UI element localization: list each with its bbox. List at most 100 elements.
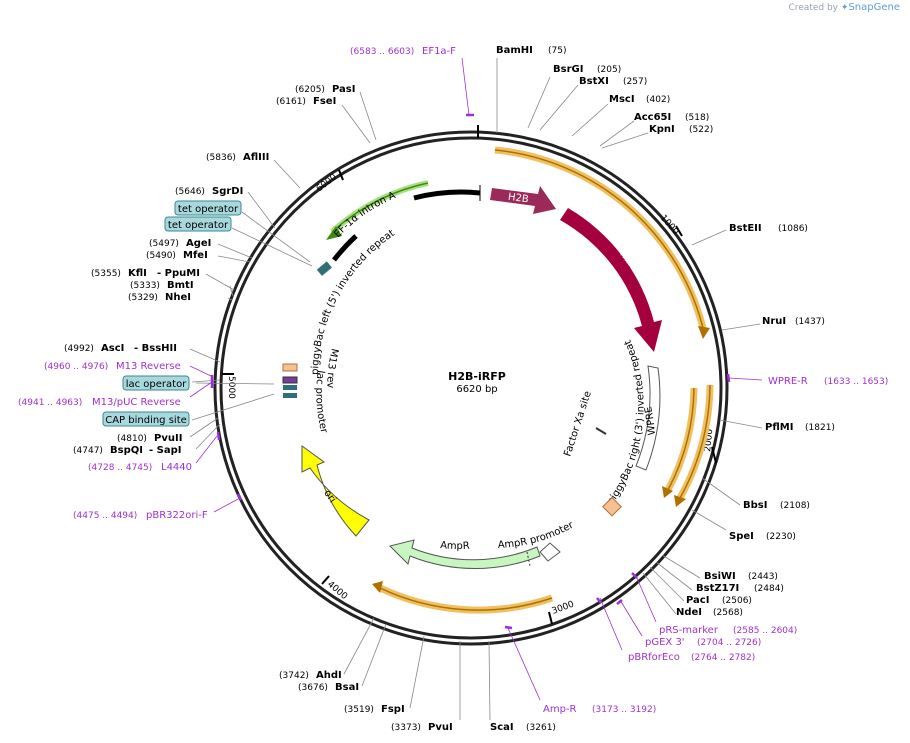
enzyme-bsai-pos: (3676)	[298, 683, 328, 693]
enzyme-bsiwi: BsiWI	[704, 571, 736, 582]
pb5-label: piggyBac left (5') inverted repeat	[310, 228, 397, 375]
factor-xa-label: Factor Xa site	[562, 390, 593, 458]
boxed-feature-cap-binding-site: CAP binding site	[102, 411, 190, 427]
enzyme-pflmi: PflMI	[765, 422, 793, 433]
primer-wpre-r-pos: (1633 .. 1653)	[824, 377, 888, 387]
plasmid-name: H2B-iRFP	[448, 370, 506, 383]
primer-l4440-pos: (4728 .. 4745)	[88, 463, 152, 473]
h2b-arrow	[490, 186, 556, 214]
snapgene-credit: Created by ✦SnapGene	[788, 2, 900, 13]
enzyme-kfli: KflI	[128, 268, 147, 279]
primer-pbrforeco: pBRforEco	[628, 652, 680, 663]
enzyme-bspqi: BspQI	[110, 445, 143, 456]
h2b-label: H2B	[507, 192, 529, 206]
primer-amp-r: Amp-R	[543, 704, 577, 715]
enzyme-pvuii: PvuII	[154, 433, 182, 444]
enzyme-ppumi: - PpuMI	[157, 268, 200, 279]
enzyme-fsei: FseI	[313, 96, 336, 107]
enzyme-acc65i: Acc65I	[634, 112, 671, 123]
enzyme-nhei: NheI	[165, 292, 191, 303]
enzyme-fspi-pos: (3519)	[344, 705, 374, 715]
ori-arrow	[301, 445, 370, 537]
credit-prefix: Created by	[788, 3, 839, 13]
boxed-feature-tet-operator-1: tet operator	[174, 200, 242, 216]
enzyme-agei-pos: (5497)	[149, 239, 179, 249]
enzyme-bsrgi: BsrGI	[553, 64, 583, 75]
primer-pbr322ori-f-pos: (4475 .. 4494)	[73, 511, 137, 521]
primer-m13puc-reverse: M13/pUC Reverse	[92, 397, 181, 408]
enzyme-paci-pos: (2506)	[722, 596, 752, 606]
scale-ticks	[222, 125, 717, 625]
enzyme-mfei-pos: (5490)	[146, 251, 176, 261]
ampr-promoter-arrow	[539, 542, 561, 562]
enzyme-bmti-pos: (5333)	[130, 281, 160, 291]
snapgene-logo-icon: ✦	[840, 3, 849, 13]
enzyme-bstz17i: BstZ17I	[696, 583, 739, 594]
tick-label-5000: 5000	[226, 376, 236, 399]
tick-label-3000: 3000	[551, 599, 576, 616]
boxed-feature-lac-operator-label: lac operator	[126, 379, 187, 390]
enzyme-scai-pos: (3261)	[526, 723, 556, 733]
ef1a-intron-arrow	[326, 180, 429, 240]
enzyme-sgrdi-pos: (5646)	[175, 187, 205, 197]
orange-feature-top	[494, 146, 710, 339]
enzyme-nrui-pos: (1437)	[795, 317, 825, 327]
credit-brand: SnapGene	[848, 2, 900, 13]
boxed-feature-cap-binding-site-label: CAP binding site	[105, 415, 187, 426]
enzyme-asci: AscI	[101, 343, 124, 354]
enzyme-bmti: BmtI	[167, 280, 194, 291]
enzyme-bsshii: - BssHII	[134, 343, 177, 354]
primer-wpre-r: WPRE-R	[768, 376, 808, 387]
enzyme-afliii-pos: (5836)	[206, 153, 236, 163]
primer-m13-reverse: M13 Reverse	[116, 361, 181, 372]
enzyme-nhei-pos: (5329)	[128, 293, 158, 303]
primer-pgex3-pos: (2704 .. 2726)	[697, 638, 761, 648]
enzyme-spei-pos: (2230)	[766, 532, 796, 542]
black-feature-top	[413, 189, 481, 201]
wpre-box	[635, 365, 661, 471]
teal-site-left-1	[283, 385, 297, 390]
enzyme-kpni: KpnI	[649, 124, 675, 135]
primer-prs-marker: pRS-marker	[659, 625, 719, 636]
primer-marks	[210, 113, 731, 630]
ampr-arrow	[389, 539, 541, 569]
orange-feature-bottom	[372, 581, 554, 614]
enzyme-msci: MscI	[609, 94, 635, 105]
boxed-feature-tet-operator-2: tet operator	[164, 216, 232, 232]
enzyme-paci: PacI	[686, 595, 709, 606]
primer-pgex3: pGEX 3'	[645, 637, 685, 648]
boxed-feature-lac-operator: lac operator	[122, 375, 190, 391]
leader-lines	[189, 58, 763, 721]
primer-ef1a-f-pos: (6583 .. 6603)	[350, 47, 414, 57]
enzyme-fsei-pos: (6161)	[276, 97, 306, 107]
primer-m13-reverse-pos: (4960 .. 4976)	[44, 362, 108, 372]
primer-ef1a-f: EF1a-F	[422, 46, 456, 57]
enzyme-bspqi-pos: (4747)	[73, 446, 103, 456]
peach-site-right	[602, 496, 622, 517]
primer-m13puc-reverse-pos: (4941 .. 4963)	[18, 398, 82, 408]
enzyme-mfei: MfeI	[183, 250, 208, 261]
enzyme-bbsi-pos: (2108)	[780, 501, 810, 511]
enzyme-sapi: - SapI	[149, 445, 181, 456]
enzyme-pvui-pos: (3373)	[391, 723, 421, 733]
enzyme-bbsi: BbsI	[743, 500, 767, 511]
orange-feature-right-1	[662, 387, 698, 498]
orange-feature-right-2	[674, 384, 714, 507]
backbone-inner	[219, 136, 723, 640]
enzyme-pflmi-pos: (1821)	[805, 423, 835, 433]
enzyme-fspi: FspI	[381, 704, 405, 715]
ampr-label: AmpR	[440, 540, 470, 552]
enzyme-bsai: BsaI	[335, 682, 359, 693]
primer-pbrforeco-pos: (2764 .. 2782)	[691, 653, 755, 663]
enzyme-bsrgi-pos: (205)	[597, 65, 621, 75]
primer-amp-r-pos: (3173 .. 3192)	[592, 705, 656, 715]
teal-site-left-2	[283, 393, 297, 398]
enzyme-bsteii-pos: (1086)	[778, 224, 808, 234]
enzyme-spei: SpeI	[729, 531, 754, 542]
enzyme-bstxi-pos: (257)	[623, 77, 647, 87]
peach-site-left	[282, 363, 298, 372]
enzyme-pasi: PasI	[332, 84, 355, 95]
enzyme-pasi-pos: (6205)	[295, 85, 325, 95]
enzyme-ndei-pos: (2568)	[713, 608, 743, 618]
primer-prs-marker-pos: (2585 .. 2604)	[733, 626, 797, 636]
